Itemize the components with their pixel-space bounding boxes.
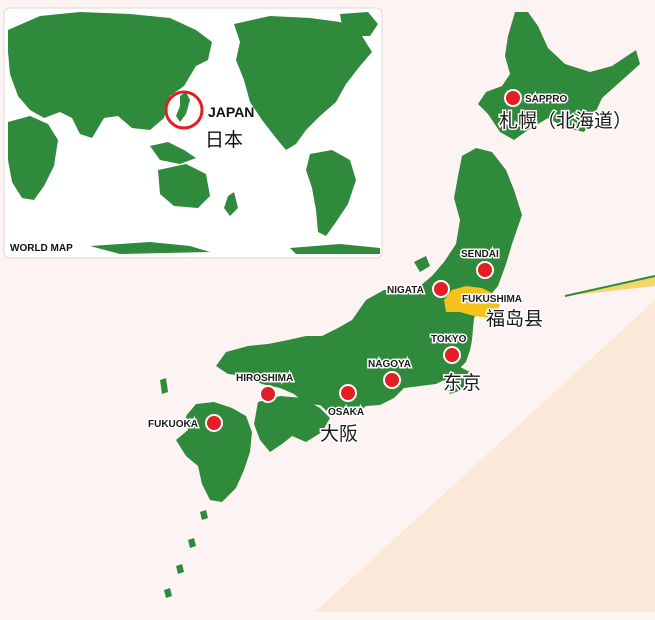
tsushima-island: [160, 378, 168, 394]
inset-antarctica: [90, 242, 380, 254]
callout-line: [564, 275, 655, 297]
city-label: HIROSHIMA: [236, 373, 293, 384]
world-map-title: WORLD MAP: [10, 243, 73, 254]
city-label: TOKYO: [431, 334, 467, 345]
red-dot-marker-icon: [205, 414, 223, 432]
region-label-cn: 福岛县: [486, 308, 543, 330]
inset-north-america: [234, 16, 372, 150]
inset-landmasses: [8, 12, 380, 254]
inset-new-zealand: [224, 192, 238, 216]
inset-africa: [8, 116, 58, 200]
red-dot-marker-icon: [476, 261, 494, 279]
southern-islands: [164, 510, 208, 598]
japan-landmass: [160, 12, 640, 598]
city-sendai[interactable]: SENDAI: [460, 248, 501, 279]
city-sapporo[interactable]: SAPPRO 札幌（北海道）: [498, 89, 634, 134]
kyushu-island: [176, 402, 252, 502]
japan-label: JAPAN: [208, 104, 254, 120]
red-dot-marker-icon: [443, 346, 461, 364]
city-label-cn: 大阪: [320, 423, 358, 445]
city-nigata[interactable]: NIGATA: [386, 280, 450, 298]
red-dot-marker-icon: [259, 385, 277, 403]
city-label: SENDAI: [461, 249, 499, 260]
japan-highlight-ring: [164, 90, 204, 130]
red-dot-marker-icon: [432, 280, 450, 298]
city-label: FUKUOKA: [148, 419, 198, 430]
city-nagoya[interactable]: NAGOYA: [367, 358, 412, 389]
city-label-cn: 札幌（北海道）: [499, 110, 632, 132]
city-label: NAGOYA: [368, 359, 411, 370]
region-label: FUKUSHIMA: [462, 294, 522, 305]
red-dot-marker-icon: [504, 89, 522, 107]
inset-south-america: [306, 150, 356, 236]
hokkaido-island: [478, 12, 640, 140]
region-fukushima-label[interactable]: FUKUSHIMA 福岛县: [461, 293, 545, 332]
background-wedge: [315, 300, 655, 612]
honshu-island: [216, 148, 522, 414]
inset-eurasia: [8, 12, 212, 138]
city-label: NIGATA: [387, 285, 424, 296]
fukushima-region: [444, 286, 500, 318]
world-map-inset: JAPAN 日本 WORLD MAP: [3, 7, 383, 259]
sado-island: [414, 256, 430, 272]
city-fukuoka[interactable]: FUKUOKA: [147, 414, 223, 432]
kanto-peninsula: [440, 364, 470, 394]
red-dot-marker-icon: [383, 371, 401, 389]
city-label-cn: 东京: [443, 372, 481, 394]
city-markers: SAPPRO 札幌（北海道） SENDAI NIGATA FUKUSHIMA 福…: [147, 89, 634, 447]
red-dot-marker-icon: [339, 384, 357, 402]
inset-japan: [176, 92, 190, 122]
inset-australia: [158, 164, 210, 208]
city-label: OSAKA: [328, 407, 364, 418]
city-label: SAPPRO: [525, 94, 567, 105]
shikoku-island: [254, 396, 330, 452]
inset-sea-islands: [150, 142, 196, 164]
city-tokyo[interactable]: TOKYO 东京: [430, 333, 483, 396]
inset-greenland: [340, 12, 378, 36]
japan-label-cn: 日本: [205, 129, 243, 151]
city-hiroshima[interactable]: HIROSHIMA: [235, 372, 295, 403]
city-osaka[interactable]: OSAKA 大阪: [319, 384, 366, 447]
